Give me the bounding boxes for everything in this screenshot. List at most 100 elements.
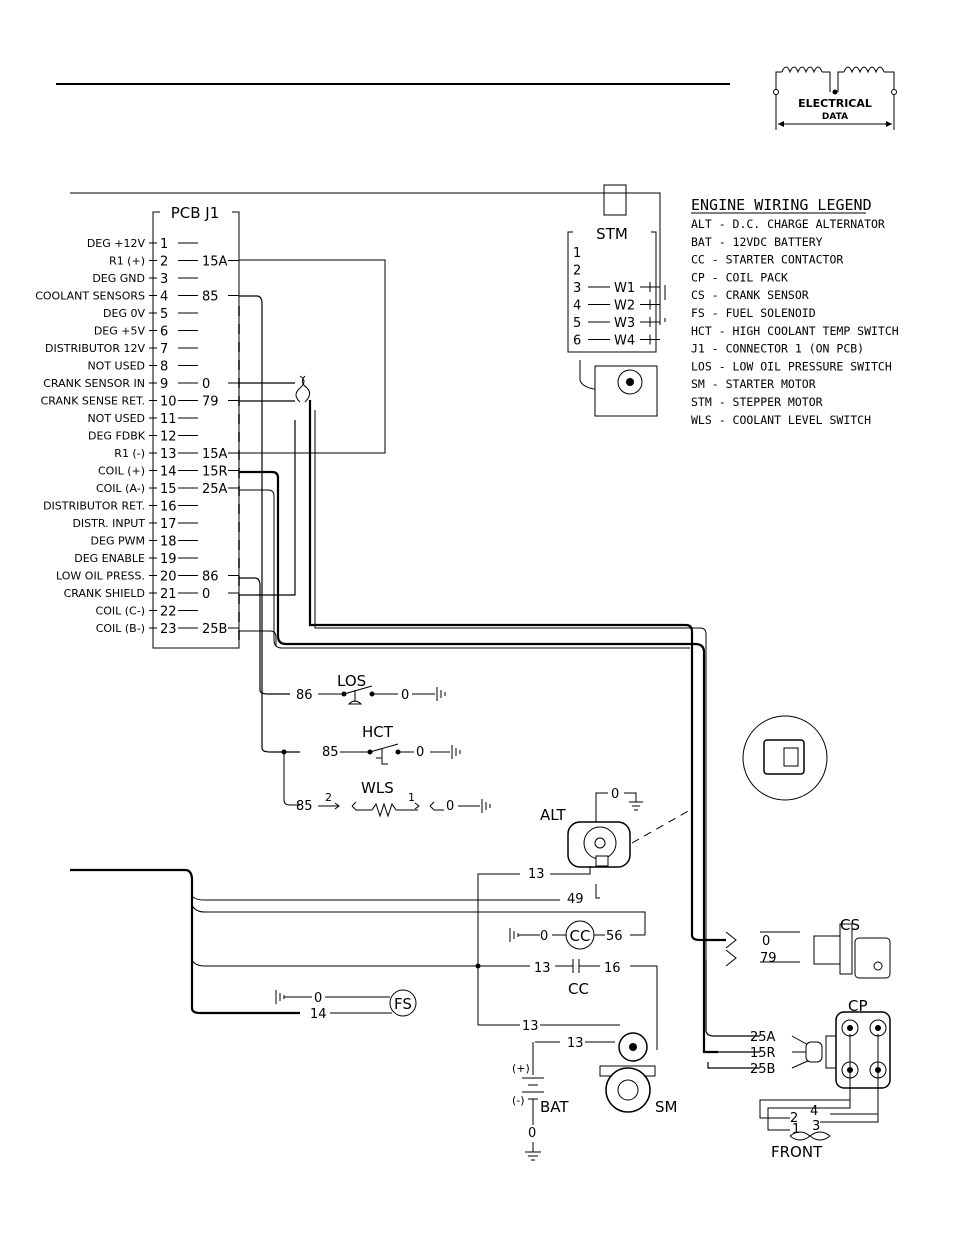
stm-pin-number: 1 (573, 246, 581, 261)
pcb-pin-label: R1 (-) (114, 447, 145, 460)
pcb-pin-row: DISTRIBUTOR 12V 7 (45, 342, 198, 357)
connector-detail-inset (742, 715, 828, 801)
sm-wire-13b: 13 (567, 1036, 584, 1051)
hct-wire-in: 85 (322, 745, 339, 760)
pcb-pin-label: CRANK SENSE RET. (41, 395, 145, 408)
pcb-pin-number: 16 (160, 500, 177, 515)
stm-pin-number: 2 (573, 264, 581, 279)
pcb-pin-label: DEG 0V (103, 307, 145, 320)
stm-pin-row: 2 (573, 264, 581, 279)
pcb-pin-number: 6 (160, 325, 168, 340)
wls-pin-a: 2 (325, 791, 332, 804)
pcb-pin-wire: 15A (202, 255, 228, 270)
cp-wire-c: 25B (750, 1062, 775, 1077)
pcb-pin-number: 18 (160, 535, 177, 550)
pcb-title: PCB J1 (171, 204, 220, 222)
cp-n2: 2 (790, 1111, 798, 1126)
starter-contactor: 0 CC 56 13 16 CC (509, 920, 645, 998)
pcb-pin-label: COIL (+) (98, 465, 145, 478)
stm-title: STM (596, 225, 628, 243)
pcb-pin-number: 7 (160, 342, 168, 357)
stm-pin-wire: W3 (614, 316, 635, 331)
pcb-pin-label: DEG +5V (94, 325, 146, 338)
cp-wire-a: 25A (750, 1030, 776, 1045)
pcb-pin-number: 15 (160, 482, 177, 497)
electrical-data-logo: ELECTRICAL DATA (773, 66, 897, 130)
los-wire-in: 86 (296, 688, 313, 703)
pcb-pin-wire: 25A (202, 482, 228, 497)
pcb-pin-wire: 0 (202, 377, 210, 392)
cp-label: CP (848, 997, 868, 1015)
pcb-pin-wire: 0 (202, 587, 210, 602)
bat-wire-gnd: 0 (528, 1126, 536, 1141)
los-label: LOS (337, 672, 366, 690)
legend-item: ALT - D.C. CHARGE ALTERNATOR (691, 217, 885, 231)
cc-wire-16: 16 (604, 961, 621, 976)
pcb-pin-number: 10 (160, 395, 177, 410)
bat-label: BAT (540, 1098, 569, 1116)
pcb-pin-number: 4 (160, 290, 168, 305)
cp-n4: 4 (810, 1104, 818, 1119)
cs-wire-b: 79 (760, 951, 777, 966)
pcb-pin-label: CRANK SHIELD (64, 587, 145, 600)
wls-switch: WLS 85 2 1 0 (296, 779, 491, 818)
cp-n1: 1 (792, 1122, 800, 1137)
pcb-pin-number: 20 (160, 570, 177, 585)
alternator: ALT 0 13 49 (528, 787, 691, 907)
legend-item: FS - FUEL SOLENOID (691, 306, 816, 320)
legend-item: SM - STARTER MOTOR (691, 377, 816, 391)
sm-wire-13a: 13 (522, 1019, 539, 1034)
pcb-pin-row: COOLANT SENSORS 4 85 (35, 290, 239, 305)
stm-pin-number: 5 (573, 316, 581, 331)
legend-item: BAT - 12VDC BATTERY (691, 235, 823, 249)
alt-wire-13: 13 (528, 867, 545, 882)
wls-label: WLS (361, 779, 394, 797)
fs-wire-gnd: 0 (314, 991, 322, 1006)
alt-wire-gnd: 0 (611, 787, 619, 802)
fs-label: FS (394, 995, 412, 1013)
pcb-pin-label: DISTRIBUTOR 12V (45, 342, 145, 355)
stepper-motor-body (594, 365, 658, 417)
los-wire-out: 0 (401, 688, 409, 703)
alt-wire-49: 49 (567, 892, 584, 907)
crank-sensor: 0 79 CS (725, 916, 891, 979)
coil-pack: CP 25A 15R 25B 2 1 4 3 FRONT (750, 997, 891, 1161)
bat-pos: (+) (512, 1062, 530, 1075)
engine-wiring-legend: ENGINE WIRING LEGEND ALT - D.C. CHARGE A… (691, 196, 899, 427)
pcb-pin-label: COOLANT SENSORS (35, 290, 145, 303)
pcb-pin-label: DISTR. INPUT (72, 517, 145, 530)
legend-item: CS - CRANK SENSOR (691, 288, 809, 302)
stm-pin-row: 5 W3 (573, 316, 660, 331)
pcb-pin-row: DEG GND 3 (92, 272, 198, 287)
pcb-pin-row: DISTRIBUTOR RET.16 (43, 500, 198, 515)
pcb-pin-label: DEG GND (92, 272, 145, 285)
legend-item: HCT - HIGH COOLANT TEMP SWITCH (691, 324, 899, 338)
pcb-pin-label: DEG FDBK (88, 430, 146, 443)
cp-front: FRONT (771, 1143, 823, 1161)
pcb-pin-label: COIL (B-) (96, 622, 145, 635)
pcb-pin-label: NOT USED (87, 412, 145, 425)
battery: (+) (-) BAT 0 (512, 1062, 569, 1161)
pcb-pin-number: 3 (160, 272, 168, 287)
cc-wire-13: 13 (534, 961, 551, 976)
pcb-pin-label: NOT USED (87, 360, 145, 373)
fuel-solenoid: 0 FS 14 (275, 989, 417, 1022)
pcb-pin-number: 8 (160, 360, 168, 375)
pcb-pin-label: COIL (A-) (96, 482, 145, 495)
pcb-pin-number: 13 (160, 447, 177, 462)
pcb-pin-wire: 85 (202, 290, 219, 305)
pcb-pin-label: DEG +12V (87, 237, 146, 250)
